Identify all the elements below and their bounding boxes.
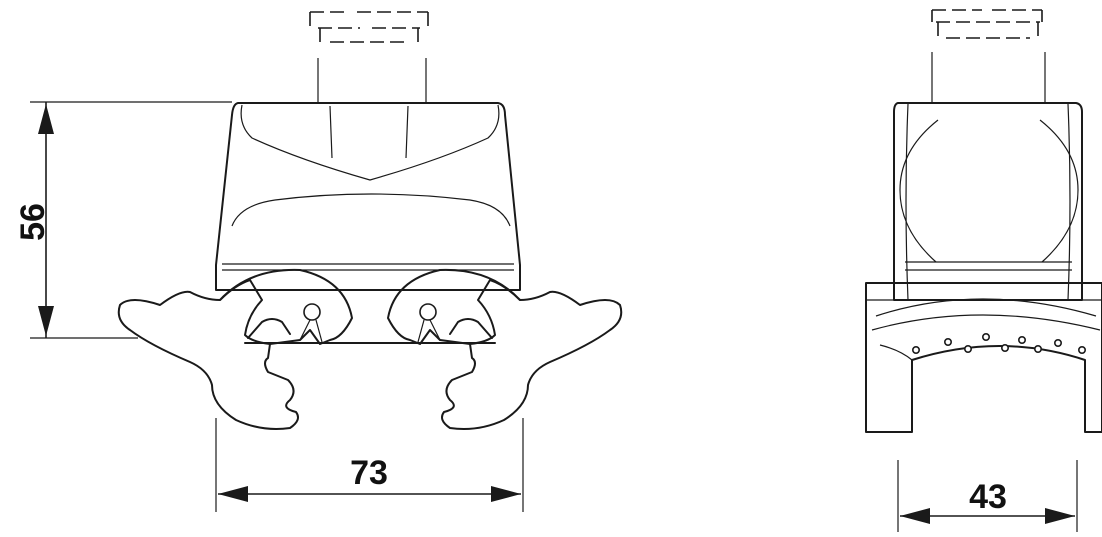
- front-locking-lever-left: [117, 268, 353, 430]
- dimension-width-43: 43: [897, 460, 1078, 532]
- dimension-height-56: 56: [14, 101, 232, 339]
- front-hood-body: [215, 102, 521, 291]
- dimension-width-73: 73: [215, 418, 524, 512]
- side-cable-gland-dashed: [931, 9, 1046, 102]
- front-cable-gland-dashed: [309, 11, 429, 102]
- dimension-label-43: 43: [969, 478, 1007, 516]
- dimension-label-56: 56: [14, 203, 52, 241]
- front-view: 56 73: [14, 11, 623, 512]
- side-hood-body: [893, 102, 1083, 301]
- dimension-label-73: 73: [350, 454, 388, 492]
- side-view: 43: [865, 9, 1102, 532]
- side-base-frame: [865, 282, 1102, 433]
- front-locking-lever-right: [387, 268, 623, 430]
